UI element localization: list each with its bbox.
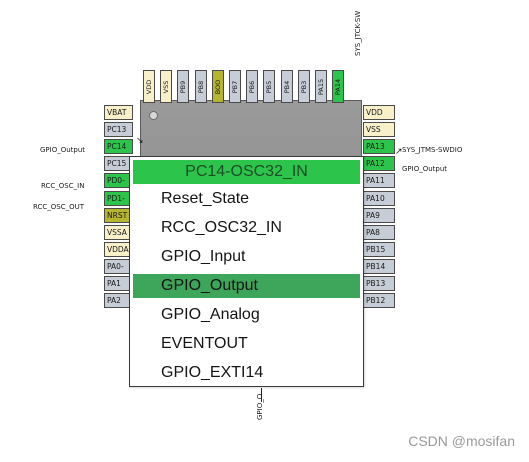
pin-label: BOO [213,79,222,94]
right-pin-pa9[interactable]: PA9 [363,207,395,223]
label-pd0-rcc-osc-in: RCC_OSC_IN [41,182,85,190]
label-pa12-gpio-output: GPIO_Output [402,165,448,173]
top-pin-pa14[interactable]: PA14 [332,70,345,103]
pin-label: PB5 [265,80,274,93]
pin-lock-mark-icon: ↗ [395,147,403,157]
top-pin-pb5[interactable]: PB5 [263,70,276,103]
menu-item-gpio-input[interactable]: GPIO_Input [161,248,246,265]
pin-label: PB4 [282,80,291,93]
top-pin-pb4[interactable]: PB4 [280,70,293,103]
left-pin-vssa[interactable]: VSSA [104,224,133,240]
top-pin-pb6[interactable]: PB6 [246,70,259,103]
label-pd1-rcc-osc-out: RCC_OSC_OUT [33,203,85,211]
menu-item-eventout[interactable]: EVENTOUT [161,335,248,352]
label-pc14-gpio-output: GPIO_Output [40,146,86,154]
watermark: CSDN @mosifan [408,433,515,449]
right-pin-pb15[interactable]: PB15 [363,241,395,257]
pin-lock-mark-icon: ↘ [136,136,144,146]
pin-label: PB9 [179,80,188,93]
pin-label: PA14 [334,78,343,95]
pin-label: PB8 [196,80,205,93]
top-pin-pa15[interactable]: PA15 [315,70,327,103]
top-pin-pb3[interactable]: PB3 [297,70,310,103]
menu-item-reset-state[interactable]: Reset_State [161,190,250,207]
left-pin-pc13[interactable]: PC13 [104,122,133,138]
top-pin-pb8[interactable]: PB8 [194,70,207,103]
right-pin-pb12[interactable]: PB12 [363,293,395,309]
left-pin-pc14[interactable]: PC14 [104,139,133,155]
label-pa14-sys-jtck: SYS_JTCK-SW [354,10,362,56]
right-pin-pa13[interactable]: PA13 [363,139,395,155]
right-pin-vdd[interactable]: VDD [363,105,395,120]
left-pin-pa1[interactable]: PA1 [104,276,133,291]
bottom-pin-connector [261,388,262,402]
pin-label: VSS [162,80,171,93]
right-pin-pa12[interactable]: PA12 [363,156,395,172]
top-pin-vss[interactable]: VSS [160,70,173,103]
right-pin-pb13[interactable]: PB13 [363,276,395,291]
right-pin-pa8[interactable]: PA8 [363,224,395,240]
top-pin-boo[interactable]: BOO [211,70,224,103]
right-pin-pa10[interactable]: PA10 [363,190,395,206]
menu-title: PC14-OSC32_IN [133,160,360,184]
pin1-marker [149,111,158,120]
menu-item-rcc-osc32-in[interactable]: RCC_OSC32_IN [161,219,282,236]
menu-item-gpio-output[interactable]: GPIO_Output [133,274,360,298]
pin-label: PB6 [248,80,257,93]
pin-label: PB7 [231,80,239,93]
top-pin-vdd[interactable]: VDD [143,70,155,103]
right-pin-vss[interactable]: VSS [363,122,395,138]
top-pin-pb7[interactable]: PB7 [229,70,241,103]
right-pin-pa11[interactable]: PA11 [363,173,395,189]
left-pin-nrst[interactable]: NRST [104,207,133,223]
top-pin-pb9[interactable]: PB9 [177,70,190,103]
menu-item-gpio-exti14[interactable]: GPIO_EXTI14 [161,364,264,381]
pin-label: PA15 [317,78,325,95]
label-bottom-gpio: GPIO_O [256,393,264,420]
label-pa13-sys-jtms: SYS_JTMS-SWDIO [402,146,463,154]
pin-label: VDD [145,79,153,94]
left-pin-vbat[interactable]: VBAT [104,105,133,120]
left-pin-pd0[interactable]: PD0- [104,173,133,189]
menu-item-gpio-analog[interactable]: GPIO_Analog [161,306,260,323]
pin-label: PB3 [299,80,308,93]
right-pin-pb14[interactable]: PB14 [363,258,395,274]
